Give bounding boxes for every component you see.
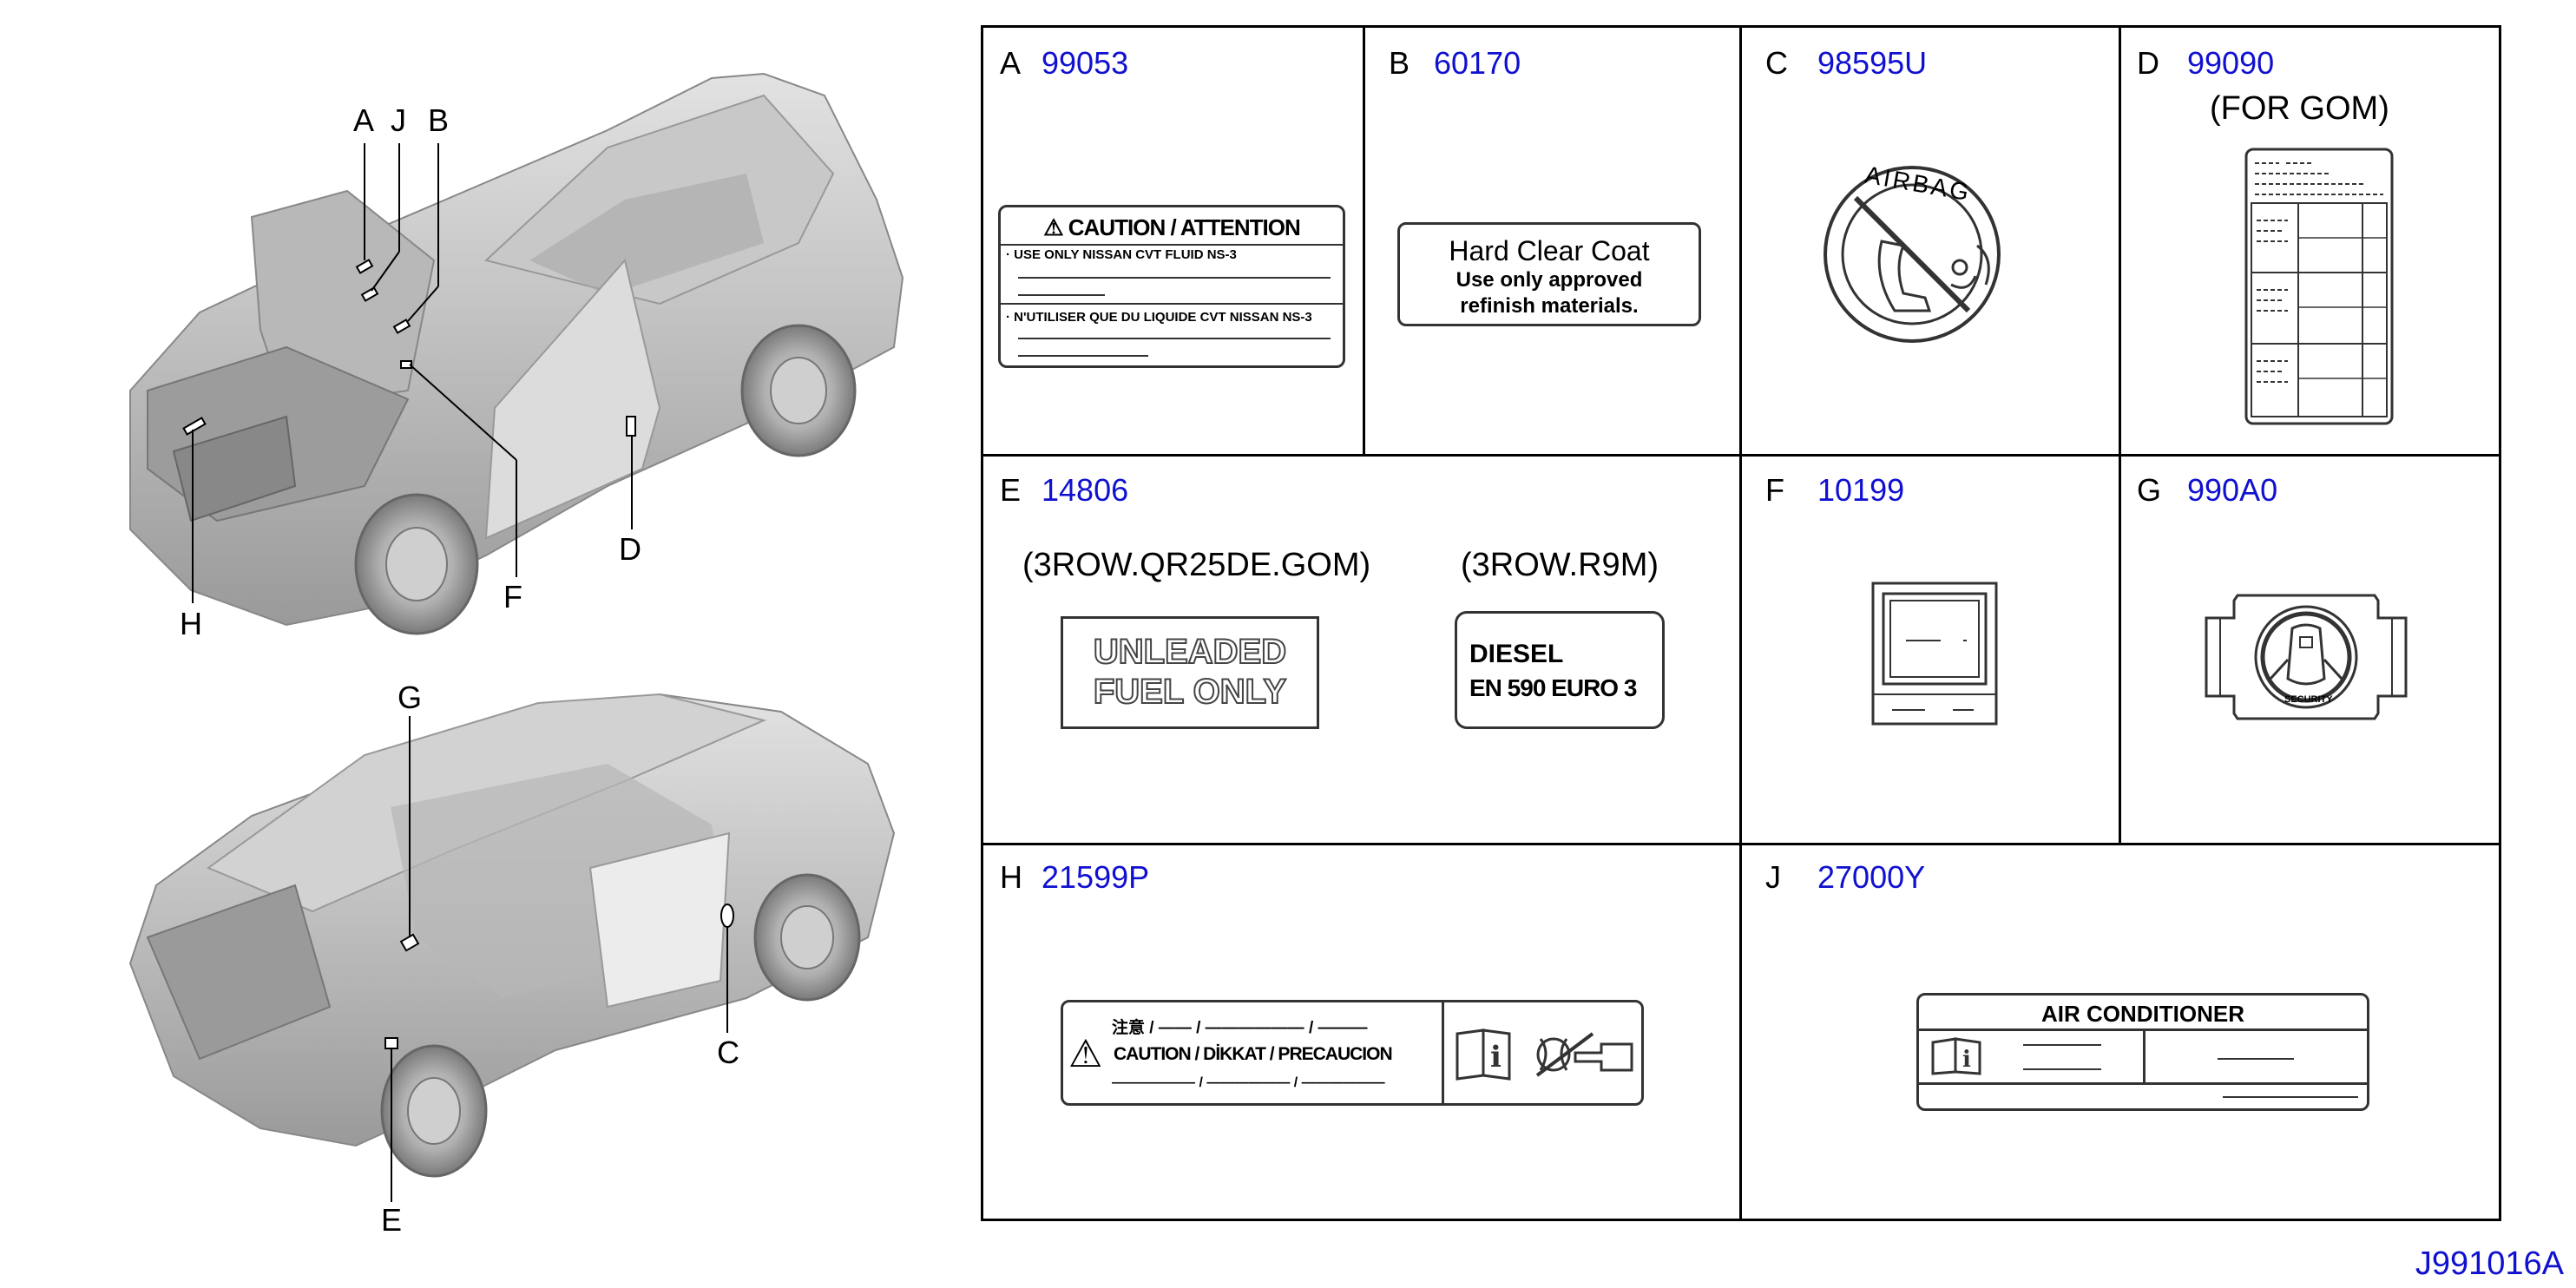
warning-triangle-icon: ⚠ (1068, 1033, 1103, 1075)
manual-and-fan-icons: i (1456, 1028, 1633, 1081)
emission-label-icon (1871, 582, 1998, 726)
vehicle-illustrations (128, 72, 904, 1202)
part-number-h[interactable]: 21599P (1042, 859, 1150, 895)
security-text: SECURITY (2284, 694, 2333, 705)
callout-j: J (391, 102, 406, 138)
diesel-line-1: DIESEL (1469, 640, 1564, 668)
callout-b: B (428, 102, 450, 138)
variant-note-e1: (3ROW.QR25DE.GOM) (1022, 547, 1371, 583)
cell-letter: F (1765, 472, 1784, 508)
diesel-line-2: EN 590 EURO 3 (1469, 674, 1637, 701)
cvt-fluid-caution-label: ⚠ CAUTION / ATTENTION · USE ONLY NISSAN … (998, 205, 1345, 368)
clear-coat-line-2: Use only approved (1456, 268, 1643, 292)
cell-letter: B (1389, 45, 1410, 81)
security-label-icon (2205, 594, 2408, 720)
part-number-e[interactable]: 14806 (1042, 472, 1129, 508)
front-vehicle-view (129, 72, 904, 635)
diagram-reference-code: J991016A (2415, 1245, 2564, 1282)
cell-letter: E (1000, 472, 1022, 508)
part-number-g[interactable]: 990A0 (2187, 472, 2278, 508)
h-label-mid: CAUTION / DİKKAT / PRECAUCION (1114, 1044, 1393, 1064)
callout-d: D (619, 531, 641, 567)
fan-caution-label: 注意 / —— / —————— / ——— ⚠ CAUTION / DİKKA… (1061, 1000, 1644, 1106)
caution-title: CAUTION / ATTENTION (1068, 214, 1301, 240)
clear-coat-line-3: refinish materials. (1460, 294, 1639, 318)
unleaded-line-2: FUEL ONLY (1093, 672, 1287, 712)
rear-vehicle-view (128, 693, 896, 1202)
manual-icon: i (1931, 1037, 1981, 1075)
tire-info-placard-icon (2244, 148, 2394, 425)
part-number-a[interactable]: 99053 (1042, 45, 1129, 81)
callout-h: H (180, 606, 202, 641)
diesel-fuel-label: DIESEL EN 590 EURO 3 (1455, 611, 1665, 729)
clear-coat-line-1: Hard Clear Coat (1449, 235, 1650, 266)
unleaded-fuel-label: UNLEADED FUEL ONLY (1061, 616, 1319, 729)
h-label-bot: —————— / —————— / —————— (1112, 1075, 1385, 1090)
cell-letter: A (1000, 45, 1022, 81)
callout-c: C (717, 1035, 739, 1070)
warning-triangle-icon: ⚠ (1043, 214, 1063, 240)
cell-letter: H (1000, 859, 1022, 895)
cell-letter: D (2137, 45, 2159, 81)
ac-title: AIR CONDITIONER (2041, 1001, 2244, 1027)
svg-text:i: i (1490, 1040, 1502, 1074)
part-number-c[interactable]: 98595U (1817, 45, 1928, 81)
svg-text:i: i (1962, 1047, 1971, 1073)
clear-coat-label: Hard Clear Coat Use only approved refini… (1397, 222, 1701, 326)
variant-note-d: (FOR GOM) (2210, 90, 2389, 127)
part-number-f[interactable]: 10199 (1817, 472, 1905, 508)
unleaded-line-1: UNLEADED (1093, 632, 1287, 672)
callout-f: F (503, 579, 522, 614)
variant-note-e2: (3ROW.R9M) (1461, 547, 1659, 583)
cell-letter: G (2137, 472, 2162, 508)
airbag-warning-icon (1824, 166, 2001, 343)
caution-line-2: · N'UTILISER QUE DU LIQUIDE CVT NISSAN N… (1006, 310, 1312, 325)
callout-a: A (353, 102, 375, 138)
cell-letter: C (1765, 45, 1788, 81)
caution-line-1: · USE ONLY NISSAN CVT FLUID NS-3 (1006, 247, 1237, 262)
part-number-j[interactable]: 27000Y (1817, 859, 1926, 895)
callout-g: G (398, 680, 423, 715)
air-conditioner-label: AIR CONDITIONER i (1916, 993, 2369, 1111)
callout-e: E (381, 1202, 403, 1238)
part-number-b[interactable]: 60170 (1434, 45, 1521, 81)
part-number-d[interactable]: 99090 (2187, 45, 2275, 81)
h-label-top: 注意 / —— / —————— / ——— (1112, 1019, 1368, 1037)
cell-letter: J (1765, 859, 1781, 895)
